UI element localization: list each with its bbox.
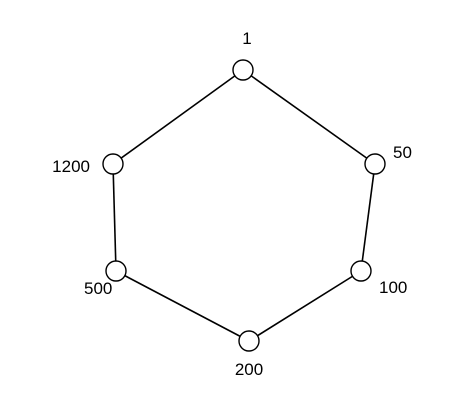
- node-label-1200: 1200: [52, 157, 90, 176]
- edge-1-50: [242, 69, 376, 165]
- edge-1200-1: [112, 69, 244, 165]
- edge-100-200: [248, 270, 362, 342]
- node-200: [238, 330, 260, 352]
- node-1200: [102, 153, 124, 175]
- node-100: [350, 260, 372, 282]
- edge-200-500: [115, 270, 250, 342]
- node-label-200: 200: [235, 360, 263, 379]
- node-label-500: 500: [84, 279, 112, 298]
- node-label-1: 1: [242, 29, 251, 48]
- node-1: [232, 59, 254, 81]
- edge-50-100: [360, 163, 376, 272]
- nodes-group: [102, 59, 386, 352]
- node-label-100: 100: [379, 278, 407, 297]
- edge-500-1200: [112, 163, 117, 272]
- node-500: [105, 260, 127, 282]
- edges-group: [112, 69, 376, 342]
- node-50: [364, 153, 386, 175]
- labels-group: 1 50 100 200 500 1200: [52, 29, 412, 379]
- node-label-50: 50: [393, 143, 412, 162]
